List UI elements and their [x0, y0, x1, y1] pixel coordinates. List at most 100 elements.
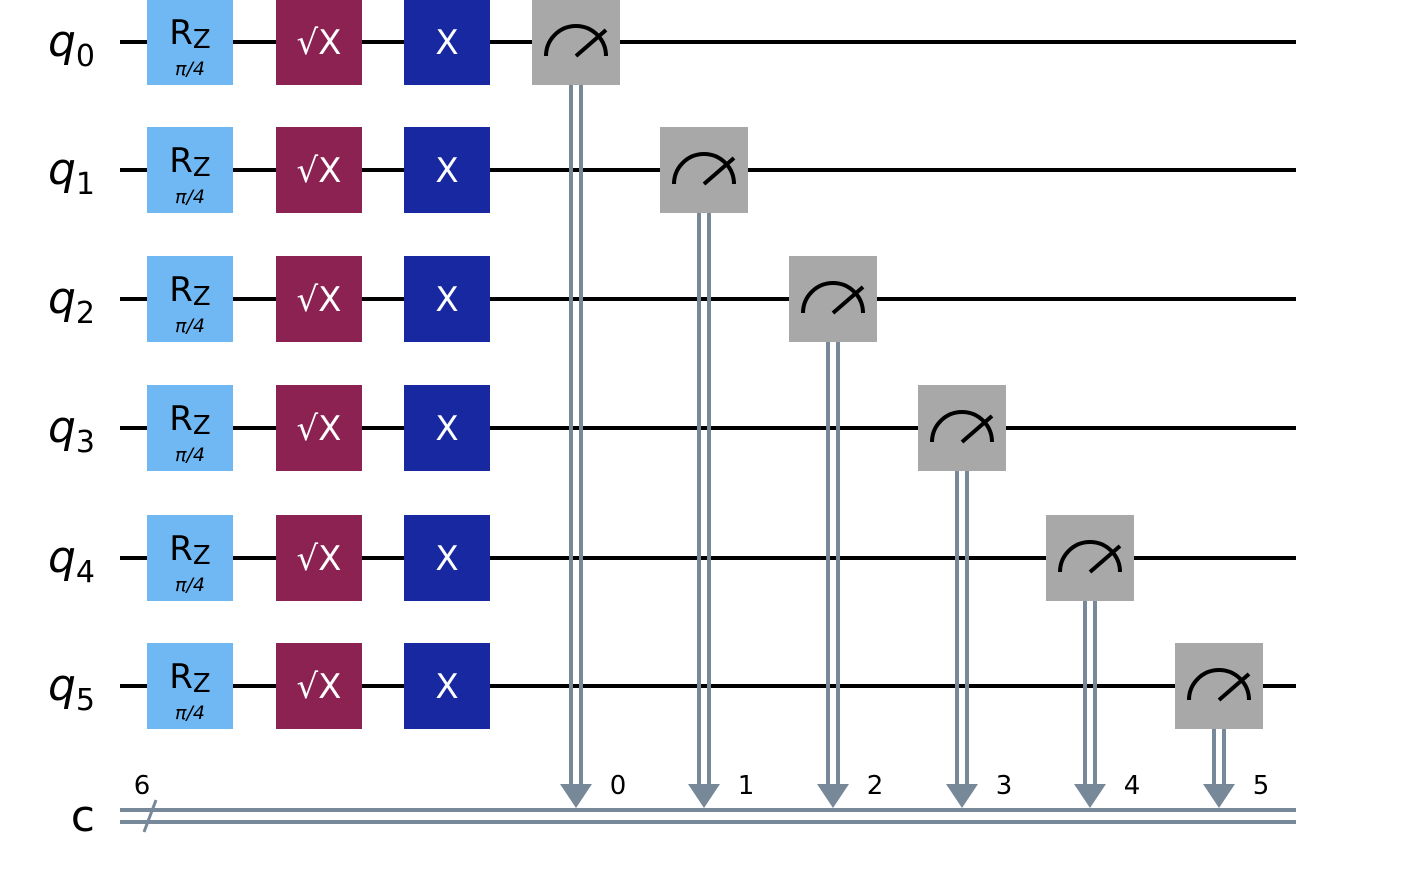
clbit-index-label: 2 [867, 771, 884, 801]
rz-gate: RZπ/4 [147, 0, 233, 85]
sx-gate-box [276, 127, 362, 213]
measure-gate [1175, 643, 1263, 729]
qubit-label-letter: q [48, 402, 76, 453]
qubit-label: q1 [48, 144, 95, 202]
rz-gate-name: R [169, 141, 193, 181]
meter-arc [801, 281, 865, 314]
rz-gate-box [147, 385, 233, 471]
measure-gate [918, 385, 1006, 471]
x-gate-box [404, 643, 490, 729]
qubit-label-index: 2 [76, 296, 95, 331]
meter-icon [801, 281, 865, 315]
qubit-label-index: 0 [76, 39, 95, 74]
x-gate-label: X [435, 667, 458, 707]
sx-gate: √X [276, 515, 362, 601]
measure-gate-box [1175, 643, 1263, 729]
clbit-index-label: 3 [996, 771, 1013, 801]
qubit-label: q0 [48, 16, 95, 74]
sx-gate-label: √X [297, 151, 342, 191]
qubit-label: q4 [48, 532, 95, 590]
measure-gate-box [532, 0, 620, 85]
x-gate: X [404, 385, 490, 471]
sx-gate-label: √X [297, 409, 342, 449]
meter-needle [831, 285, 865, 315]
rz-gate-box [147, 127, 233, 213]
rz-gate-label: RZ [169, 270, 210, 312]
x-gate-box [404, 256, 490, 342]
sx-gate: √X [276, 256, 362, 342]
qubit-label: q5 [48, 660, 95, 718]
rz-gate-name: R [169, 13, 193, 53]
meter-icon [1187, 668, 1251, 702]
sx-gate-label: √X [297, 280, 342, 320]
meter-arc [1187, 668, 1251, 701]
meter-arc [672, 152, 736, 185]
qubit-label-letter: q [48, 273, 76, 324]
clbit-index-label: 1 [738, 771, 755, 801]
sx-gate-label: √X [297, 23, 342, 63]
rz-gate: RZπ/4 [147, 127, 233, 213]
rz-gate-box [147, 515, 233, 601]
qubit-label-letter: q [48, 16, 76, 67]
qubit-label: q3 [48, 402, 95, 460]
x-gate: X [404, 256, 490, 342]
measure-arrowhead [1074, 784, 1106, 808]
measure-gate-box [1046, 515, 1134, 601]
rz-gate-label: RZ [169, 141, 210, 183]
sx-gate-box [276, 0, 362, 85]
meter-needle [702, 156, 736, 186]
sx-gate-box [276, 643, 362, 729]
meter-needle [960, 414, 994, 444]
rz-gate-subscript: Z [193, 541, 211, 571]
x-gate-box [404, 0, 490, 85]
measure-gate-box [789, 256, 877, 342]
clbit-index-label: 0 [610, 771, 627, 801]
x-gate-label: X [435, 280, 458, 320]
sx-gate: √X [276, 0, 362, 85]
measure-gate [532, 0, 620, 85]
rz-gate-subscript: Z [193, 282, 211, 312]
qubit-label: q2 [48, 273, 95, 331]
rz-gate-box [147, 643, 233, 729]
rz-gate-name: R [169, 399, 193, 439]
x-gate-label: X [435, 539, 458, 579]
rz-gate-param: π/4 [175, 702, 205, 724]
qubit-label-letter: q [48, 532, 76, 583]
sx-gate: √X [276, 385, 362, 471]
rz-gate-param: π/4 [175, 315, 205, 337]
rz-gate-name: R [169, 529, 193, 569]
rz-gate-box [147, 0, 233, 85]
rz-gate-subscript: Z [193, 669, 211, 699]
classical-register-label: c [71, 791, 95, 842]
register-size-label: 6 [134, 771, 151, 801]
x-gate: X [404, 0, 490, 85]
meter-arc [1058, 540, 1122, 573]
meter-needle [1217, 672, 1251, 702]
measure-gate-box [918, 385, 1006, 471]
gates-layer: RZπ/4RZπ/4RZπ/4RZπ/4RZπ/4RZπ/4√X√X√X√X√X… [147, 0, 1263, 729]
slash-icon [142, 799, 158, 833]
sx-gate-label: √X [297, 539, 342, 579]
meter-arc [544, 24, 608, 57]
rz-gate-subscript: Z [193, 25, 211, 55]
qubit-label-letter: q [48, 660, 76, 711]
sx-gate-box [276, 385, 362, 471]
measure-gate [1046, 515, 1134, 601]
qubit-label-index: 3 [76, 425, 95, 460]
rz-gate-box [147, 256, 233, 342]
rz-gate-param: π/4 [175, 58, 205, 80]
sx-gate: √X [276, 127, 362, 213]
rz-gate-subscript: Z [193, 411, 211, 441]
meter-needle [1088, 544, 1122, 574]
measure-gate [789, 256, 877, 342]
measure-connectors-layer [560, 85, 1235, 808]
x-gate-box [404, 515, 490, 601]
x-gate-label: X [435, 23, 458, 63]
meter-arc [930, 410, 994, 443]
clbit-index-label: 4 [1124, 771, 1141, 801]
qubit-label-index: 1 [76, 167, 95, 202]
rz-gate-subscript: Z [193, 153, 211, 183]
measure-arrowhead [1203, 784, 1235, 808]
